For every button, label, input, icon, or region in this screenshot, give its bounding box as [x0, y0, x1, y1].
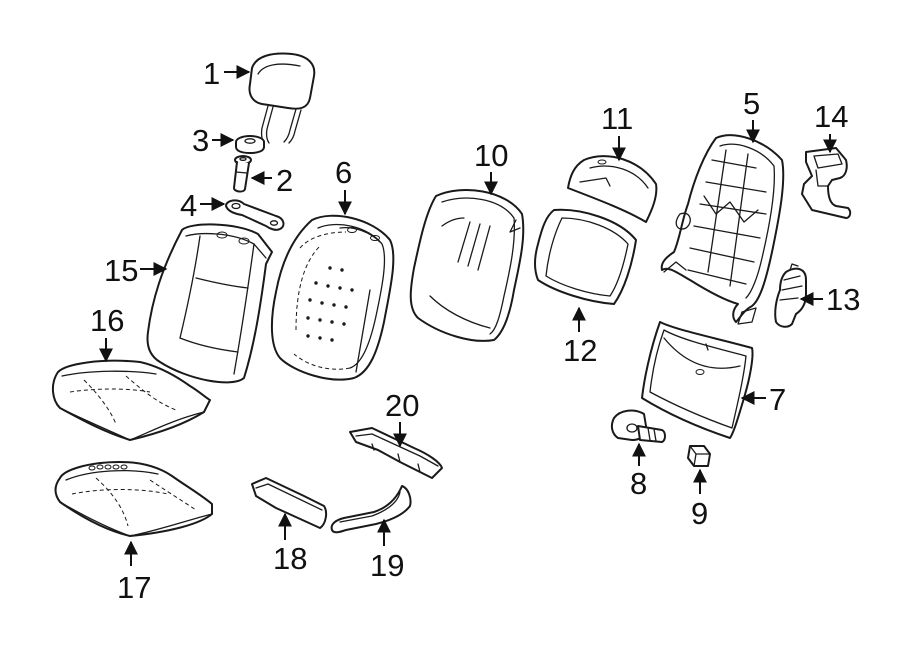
callout-2: 2 [250, 163, 293, 198]
part-back-frame [660, 134, 785, 325]
callout-label-11: 11 [601, 101, 633, 136]
callout-label-18: 18 [273, 541, 307, 576]
part-back-panel-upper [567, 155, 658, 223]
callout-label-19: 19 [370, 548, 404, 583]
callout-6: 6 [335, 155, 352, 216]
callout-label-1: 1 [203, 56, 220, 91]
callout-label-12: 12 [563, 333, 597, 368]
part-curved-trim [330, 485, 412, 534]
callout-7: 7 [740, 382, 786, 417]
callout-20: 20 [385, 388, 419, 448]
callout-label-2: 2 [276, 163, 293, 198]
callout-17: 17 [117, 540, 151, 605]
callout-3: 3 [192, 123, 235, 158]
part-back-cover-rear [146, 223, 273, 384]
callout-label-8: 8 [630, 466, 647, 501]
callout-18: 18 [273, 512, 307, 576]
part-back-cover-perforated [270, 214, 395, 381]
callout-12: 12 [563, 306, 597, 368]
callout-label-15: 15 [104, 253, 138, 288]
part-cushion-cover [52, 359, 211, 441]
callout-1: 1 [203, 56, 251, 91]
callout-16: 16 [90, 303, 124, 363]
callout-label-4: 4 [180, 188, 197, 223]
callout-14: 14 [814, 99, 848, 154]
callouts: 1 3 2 4 15 6 10 11 [90, 56, 860, 605]
callout-label-17: 17 [117, 570, 151, 605]
callout-19: 19 [370, 518, 404, 583]
part-small-bracket [801, 147, 852, 219]
callout-9: 9 [691, 468, 708, 531]
part-guide-washer [235, 135, 265, 154]
callout-label-7: 7 [769, 382, 786, 417]
part-side-trim [251, 477, 328, 529]
part-back-panel-lower [534, 208, 637, 305]
part-upper-trim [349, 427, 443, 479]
callout-label-5: 5 [743, 86, 760, 121]
part-guide-tube [233, 155, 252, 193]
part-clip [687, 445, 711, 467]
callout-label-3: 3 [192, 123, 209, 158]
part-recliner-latch [774, 263, 807, 328]
callout-10: 10 [474, 138, 508, 196]
callout-label-14: 14 [814, 99, 848, 134]
part-cushion-pad [54, 461, 213, 537]
callout-4: 4 [180, 188, 226, 223]
callout-8: 8 [630, 442, 647, 501]
part-headrest [248, 52, 316, 145]
part-back-pad [409, 189, 525, 342]
callout-label-9: 9 [691, 496, 708, 531]
callout-label-10: 10 [474, 138, 508, 173]
part-back-board [641, 321, 754, 439]
callout-11: 11 [601, 101, 633, 162]
callout-5: 5 [743, 86, 760, 144]
callout-label-20: 20 [385, 388, 419, 423]
callout-15: 15 [104, 253, 168, 288]
callout-13: 13 [799, 282, 860, 317]
callout-label-6: 6 [335, 155, 352, 190]
part-bracket [225, 199, 285, 231]
callout-label-13: 13 [826, 282, 860, 317]
part-switch-motor [610, 409, 666, 443]
callout-label-16: 16 [90, 303, 124, 338]
